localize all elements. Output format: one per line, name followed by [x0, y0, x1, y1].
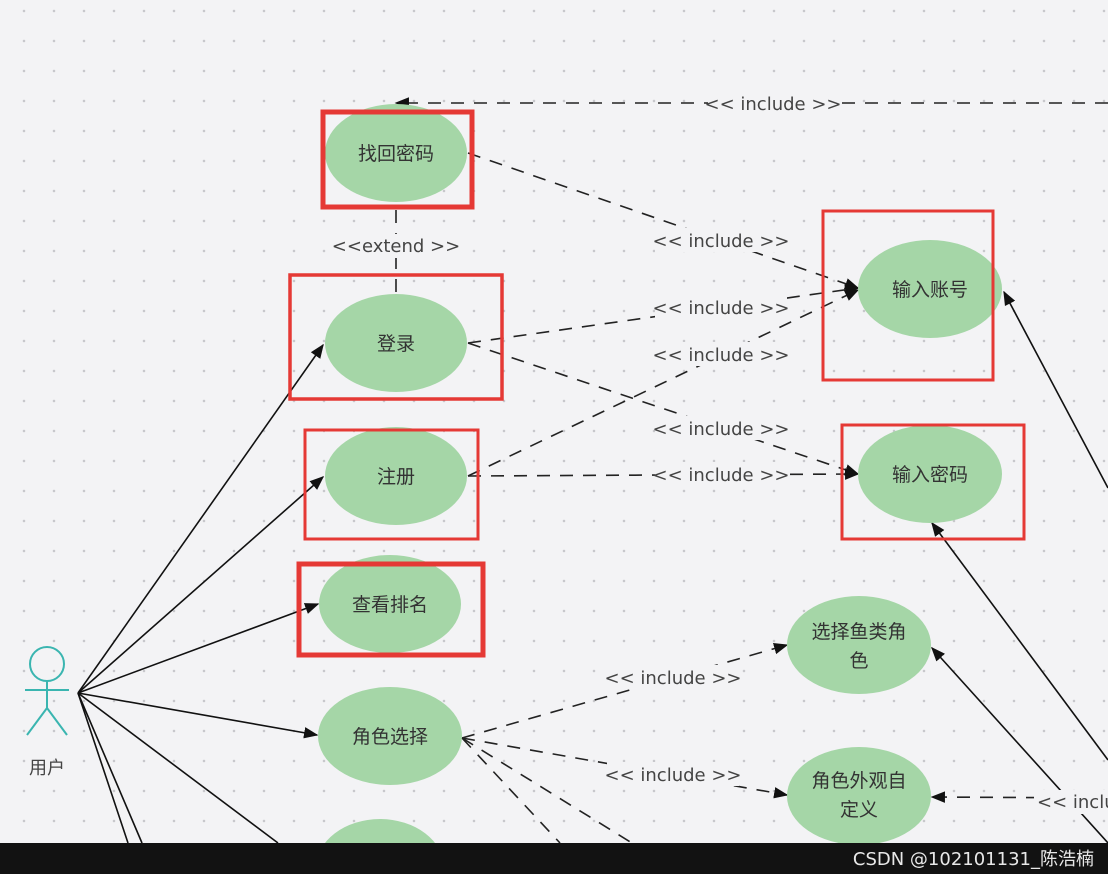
label-include-register-account: << include >> — [653, 345, 790, 366]
label-include-role-fish: << include >> — [605, 668, 742, 689]
edge-find-account — [467, 152, 860, 290]
highlight-register — [303, 428, 480, 541]
use-case-select-fish-role-label-1: 选择鱼类角 — [811, 621, 906, 643]
association-login — [77, 343, 324, 694]
association-right-account — [1003, 290, 1108, 489]
use-case-input-password-label: 输入密码 — [892, 464, 968, 486]
label-include-top: << include >> — [705, 94, 842, 115]
use-case-register[interactable]: 注册 — [325, 427, 467, 525]
actor-head — [29, 646, 65, 682]
actor-right-leg — [46, 707, 68, 736]
footer-bar — [0, 843, 1108, 874]
use-case-custom-appearance[interactable]: 角色外观自 定义 — [787, 747, 931, 845]
association-role-select — [77, 692, 319, 739]
use-cases: 找回密码 登录 注册 查看排名 角色选择 输入账号 输入密码 — [316, 104, 1002, 874]
highlight-login — [288, 273, 504, 401]
edge-register-account — [467, 289, 860, 477]
label-include-find-account: << include >> — [653, 231, 790, 252]
use-case-view-ranking[interactable]: 查看排名 — [319, 555, 461, 653]
use-case-login-label: 登录 — [377, 333, 415, 355]
use-case-register-label: 注册 — [377, 466, 415, 488]
highlight-input-password — [840, 423, 1026, 541]
association-right-password — [931, 521, 1108, 761]
association-offscreen-2 — [77, 692, 143, 844]
association-view-ranking — [77, 603, 320, 694]
use-case-custom-appearance-label-2: 定义 — [840, 799, 878, 821]
watermark: CSDN @102101131_陈浩楠 — [852, 849, 1094, 870]
label-include-login-account: << include >> — [653, 298, 790, 319]
edge-role-offscreen-1 — [461, 737, 561, 844]
right-associations — [931, 290, 1108, 844]
label-include-role-appearance: << include >> — [605, 765, 742, 786]
actor-label: 用户 — [29, 758, 65, 779]
use-case-input-account-label: 输入账号 — [892, 279, 968, 301]
use-case-view-ranking-label: 查看排名 — [352, 594, 428, 616]
label-include-partial-right: << inclu — [1037, 792, 1108, 813]
association-offscreen-3 — [77, 692, 279, 844]
use-case-custom-appearance-label-1: 角色外观自 — [811, 770, 906, 792]
use-case-select-fish-role-label-2: 色 — [849, 650, 868, 672]
label-include-login-password: << include >> — [653, 419, 790, 440]
use-case-find-password-label: 找回密码 — [358, 143, 434, 165]
highlight-boxes — [288, 109, 1026, 658]
highlight-find-password — [320, 109, 475, 210]
use-case-role-select[interactable]: 角色选择 — [318, 687, 462, 785]
use-case-select-fish-role[interactable]: 选择鱼类角 色 — [787, 596, 931, 694]
edge-role-fish — [461, 643, 789, 739]
use-case-input-password[interactable]: 输入密码 — [858, 425, 1002, 523]
label-extend: <<extend >> — [332, 236, 460, 257]
use-case-role-select-label: 角色选择 — [352, 726, 428, 748]
use-case-find-password[interactable]: 找回密码 — [325, 104, 467, 202]
highlight-view-ranking — [296, 561, 486, 658]
use-case-input-account[interactable]: 输入账号 — [858, 240, 1002, 338]
highlight-input-account — [821, 209, 995, 382]
actor-associations — [77, 343, 325, 844]
actor-user[interactable] — [25, 646, 69, 736]
use-case-login[interactable]: 登录 — [325, 294, 467, 392]
edge-labels: << include >> <<extend >> << include >> … — [332, 92, 1108, 814]
association-offscreen-1 — [77, 692, 129, 844]
label-include-register-password: << include >> — [653, 465, 790, 486]
association-register — [77, 476, 325, 694]
edge-role-offscreen-2 — [461, 737, 633, 844]
actor-left-leg — [26, 707, 48, 736]
